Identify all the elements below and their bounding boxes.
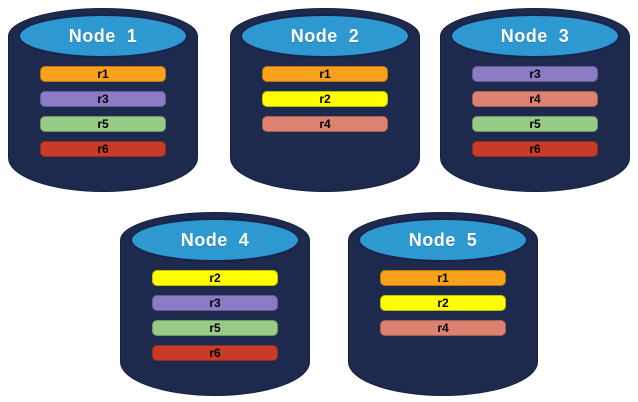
replica-label: r5 [209, 321, 221, 335]
node-2-title: Node 2 [290, 25, 360, 46]
replica-label: r4 [529, 92, 541, 106]
node-1-replica-list: r1 r3 r5 r6 [8, 66, 198, 157]
replica-label: r2 [209, 271, 221, 285]
replica-bar-r6: r6 [152, 345, 278, 361]
replica-bar-r6: r6 [40, 141, 166, 157]
node-3-cylinder-top: Node 3 [450, 14, 620, 58]
node-4-title: Node 4 [180, 229, 250, 250]
replica-bar-r5: r5 [40, 116, 166, 132]
replica-label: r2 [437, 296, 449, 310]
replica-label: r5 [97, 117, 109, 131]
replica-bar-r3: r3 [40, 91, 166, 107]
node-4-cylinder-top: Node 4 [130, 218, 300, 262]
replica-label: r3 [209, 296, 221, 310]
node-3-replica-list: r3 r4 r5 r6 [440, 66, 630, 157]
replica-bar-r6: r6 [472, 141, 598, 157]
node-3-cylinder: Node 3 r3 r4 r5 r6 [440, 8, 630, 192]
node-5-title: Node 5 [408, 229, 478, 250]
replica-label: r2 [319, 92, 331, 106]
replica-label: r6 [529, 142, 541, 156]
node-2-cylinder: Node 2 r1 r2 r4 [230, 8, 420, 192]
replica-bar-r5: r5 [152, 320, 278, 336]
replica-label: r1 [437, 271, 449, 285]
node-4-replica-list: r2 r3 r5 r6 [120, 270, 310, 361]
node-3-title: Node 3 [500, 25, 570, 46]
replica-label: r4 [319, 117, 331, 131]
replica-bar-r4: r4 [472, 91, 598, 107]
replica-label: r6 [209, 346, 221, 360]
replica-label: r3 [529, 67, 541, 81]
replica-label: r3 [97, 92, 109, 106]
node-5-cylinder: Node 5 r1 r2 r4 [348, 212, 538, 396]
replica-bar-r2: r2 [380, 295, 506, 311]
replica-bar-r1: r1 [262, 66, 388, 82]
node-5-replica-list: r1 r2 r4 [348, 270, 538, 336]
replica-bar-r1: r1 [40, 66, 166, 82]
node-1-cylinder: Node 1 r1 r3 r5 r6 [8, 8, 198, 192]
replica-bar-r4: r4 [262, 116, 388, 132]
node-1-title: Node 1 [68, 25, 138, 46]
replica-label: r1 [97, 67, 109, 81]
replica-bar-r3: r3 [152, 295, 278, 311]
node-1-cylinder-top: Node 1 [18, 14, 188, 58]
replica-bar-r1: r1 [380, 270, 506, 286]
replica-bar-r2: r2 [152, 270, 278, 286]
node-2-cylinder-top: Node 2 [240, 14, 410, 58]
replica-bar-r2: r2 [262, 91, 388, 107]
replica-label: r5 [529, 117, 541, 131]
node-2-replica-list: r1 r2 r4 [230, 66, 420, 132]
replica-label: r4 [437, 321, 449, 335]
replica-label: r6 [97, 142, 109, 156]
replica-bar-r5: r5 [472, 116, 598, 132]
replica-bar-r3: r3 [472, 66, 598, 82]
node-5-cylinder-top: Node 5 [358, 218, 528, 262]
replica-label: r1 [319, 67, 331, 81]
node-4-cylinder: Node 4 r2 r3 r5 r6 [120, 212, 310, 396]
replica-bar-r4: r4 [380, 320, 506, 336]
